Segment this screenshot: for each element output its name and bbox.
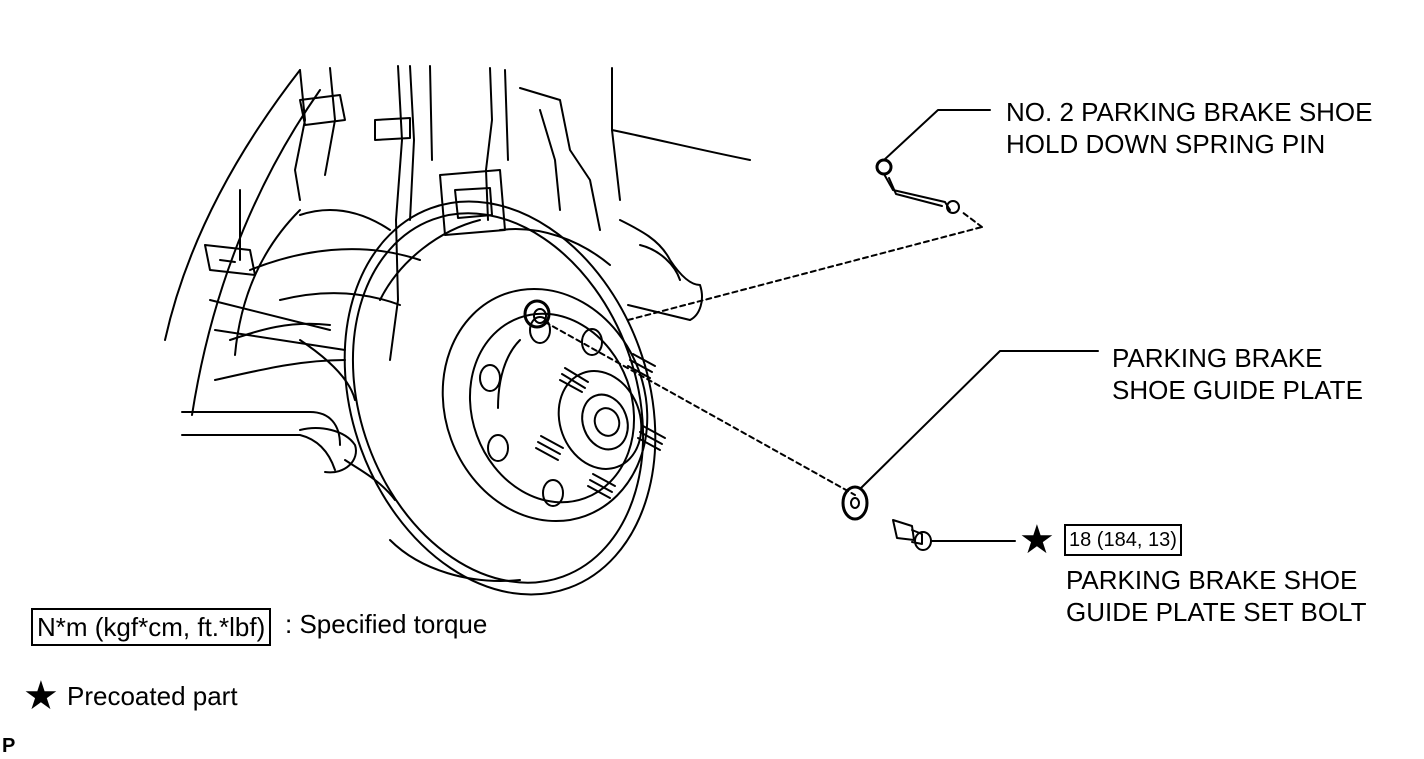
guide-plate-label-line2: SHOE GUIDE PLATE <box>1112 375 1363 405</box>
wheel-studs <box>535 353 666 499</box>
leader-lines <box>860 109 1099 542</box>
legend-precoated-description: Precoated part <box>67 681 238 711</box>
precoated-star-icon: ★ <box>1019 518 1055 562</box>
axle-hub <box>441 287 649 523</box>
corner-mark: P <box>2 735 16 757</box>
backing-plate <box>343 200 657 596</box>
installation-guide-lines <box>544 211 983 496</box>
set-bolt-label-line1: PARKING BRAKE SHOE <box>1066 565 1358 595</box>
legend-torque-unit-box: N*m (kgf*cm, ft.*lbf) <box>31 608 272 646</box>
pin-mount-hole <box>523 299 551 329</box>
spring-pin-label-line1: NO. 2 PARKING BRAKE SHOE <box>1006 97 1373 127</box>
legend-torque-description: : Specified torque <box>285 609 488 639</box>
suspension-linework <box>164 65 751 501</box>
guide-plate-label-line1: PARKING BRAKE <box>1112 343 1323 373</box>
guide-plate-part <box>841 485 869 521</box>
set-bolt-label-line2: GUIDE PLATE SET BOLT <box>1066 597 1367 627</box>
spring-pin-label-line2: HOLD DOWN SPRING PIN <box>1006 129 1326 159</box>
spring-pin-part <box>875 158 960 214</box>
set-bolt-torque-value: 18 (184, 13) <box>1064 524 1182 556</box>
set-bolt-part <box>892 519 932 551</box>
legend-star-icon: ★ <box>23 674 59 718</box>
hub-holes <box>479 316 603 507</box>
